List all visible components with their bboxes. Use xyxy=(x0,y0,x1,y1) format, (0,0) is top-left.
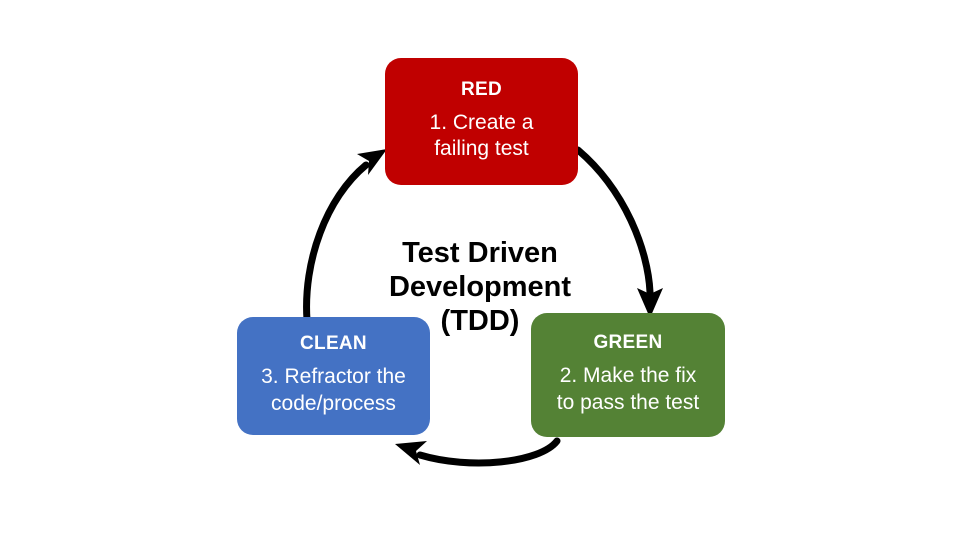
center-title-line3: (TDD) xyxy=(440,305,520,338)
node-red-description: 1. Create a failing test xyxy=(430,110,534,164)
node-red-title: RED xyxy=(460,78,502,100)
node-clean-description-line2: code/process xyxy=(271,391,396,415)
node-clean-title: CLEAN xyxy=(300,333,367,355)
node-clean-description: 3. Refractor the code/process xyxy=(261,364,406,418)
center-title-line2: Development xyxy=(388,271,572,304)
node-green-description: 2. Make the fix to pass the test xyxy=(557,363,699,417)
node-red[interactable]: RED 1. Create a failing test xyxy=(385,58,578,185)
node-green-title: GREEN xyxy=(593,332,663,354)
node-green-description-line1: 2. Make the fix xyxy=(559,364,697,388)
node-red-description-line2: failing test xyxy=(434,137,529,161)
diagram-center-title: Test Driven Development (TDD) xyxy=(330,236,630,339)
node-green-description-line2: to pass the test xyxy=(556,390,700,414)
node-red-description-line1: 1. Create a xyxy=(429,110,534,134)
node-green[interactable]: GREEN 2. Make the fix to pass the test xyxy=(531,313,725,437)
node-clean[interactable]: CLEAN 3. Refractor the code/process xyxy=(237,317,430,435)
center-title-line1: Test Driven xyxy=(402,237,558,269)
arrow-green-to-clean xyxy=(395,437,561,467)
node-clean-description-line1: 3. Refractor the xyxy=(261,365,406,389)
